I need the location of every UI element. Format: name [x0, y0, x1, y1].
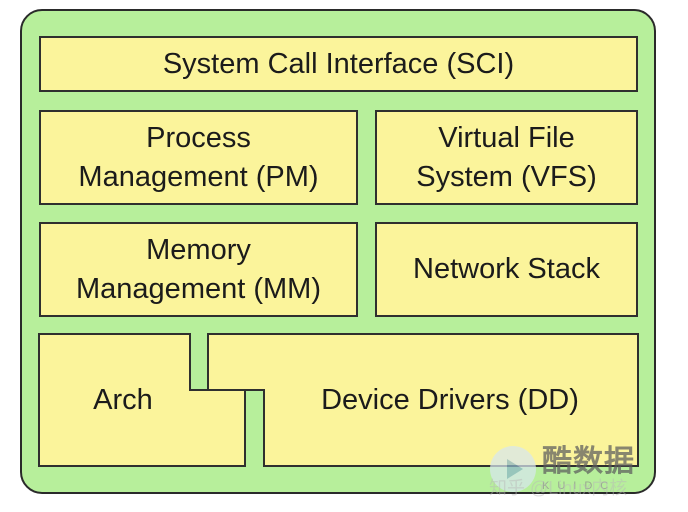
device-drivers-block [207, 333, 639, 467]
watermark: 酷数据 KUIDC [490, 438, 674, 500]
watermark-brand: 酷数据 [542, 444, 635, 478]
play-icon [490, 446, 536, 492]
watermark-faint-text: 知乎 @Linux内核 [489, 478, 628, 498]
arch-label: Arch [93, 384, 153, 416]
device-drivers-label: Device Drivers (DD) [321, 384, 579, 416]
watermark-sub: KUIDC [542, 479, 617, 492]
watermark-text: 酷数据 KUIDC [542, 444, 635, 492]
